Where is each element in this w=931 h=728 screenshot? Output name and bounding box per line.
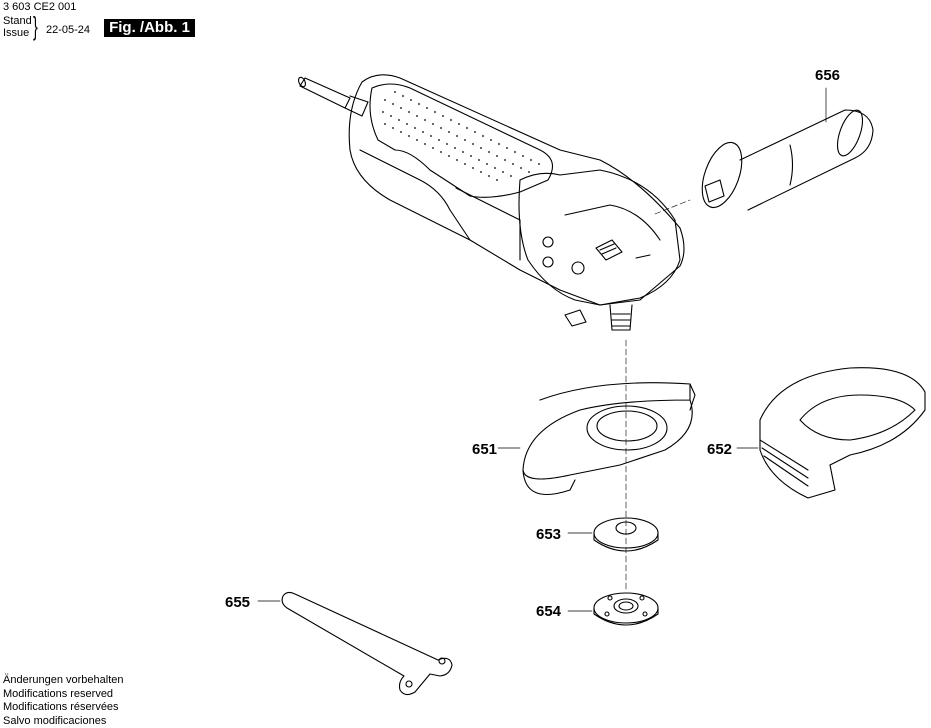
notice-line-en: Modifications reserved [3,688,123,702]
part-652-guard [737,368,925,498]
notice-line-es: Salvo modificaciones [3,715,123,728]
part-653-flange [568,518,658,551]
part-label-655[interactable]: 655 [225,594,250,611]
angle-grinder-body [297,75,684,330]
modifications-notice: Änderungen vorbehalten Modifications res… [3,674,123,728]
part-label-654[interactable]: 654 [536,603,561,620]
notice-line-fr: Modifications réservées [3,701,123,715]
notice-line-de: Änderungen vorbehalten [3,674,123,688]
part-651-guard [498,383,695,495]
part-654-nut [568,593,658,625]
part-655-spanner [258,592,452,694]
grip-texture [382,91,540,181]
part-label-652[interactable]: 652 [707,441,732,458]
part-label-656[interactable]: 656 [815,67,840,84]
part-label-651[interactable]: 651 [472,441,497,458]
part-656-auxiliary-handle [694,88,873,213]
part-label-653[interactable]: 653 [536,526,561,543]
